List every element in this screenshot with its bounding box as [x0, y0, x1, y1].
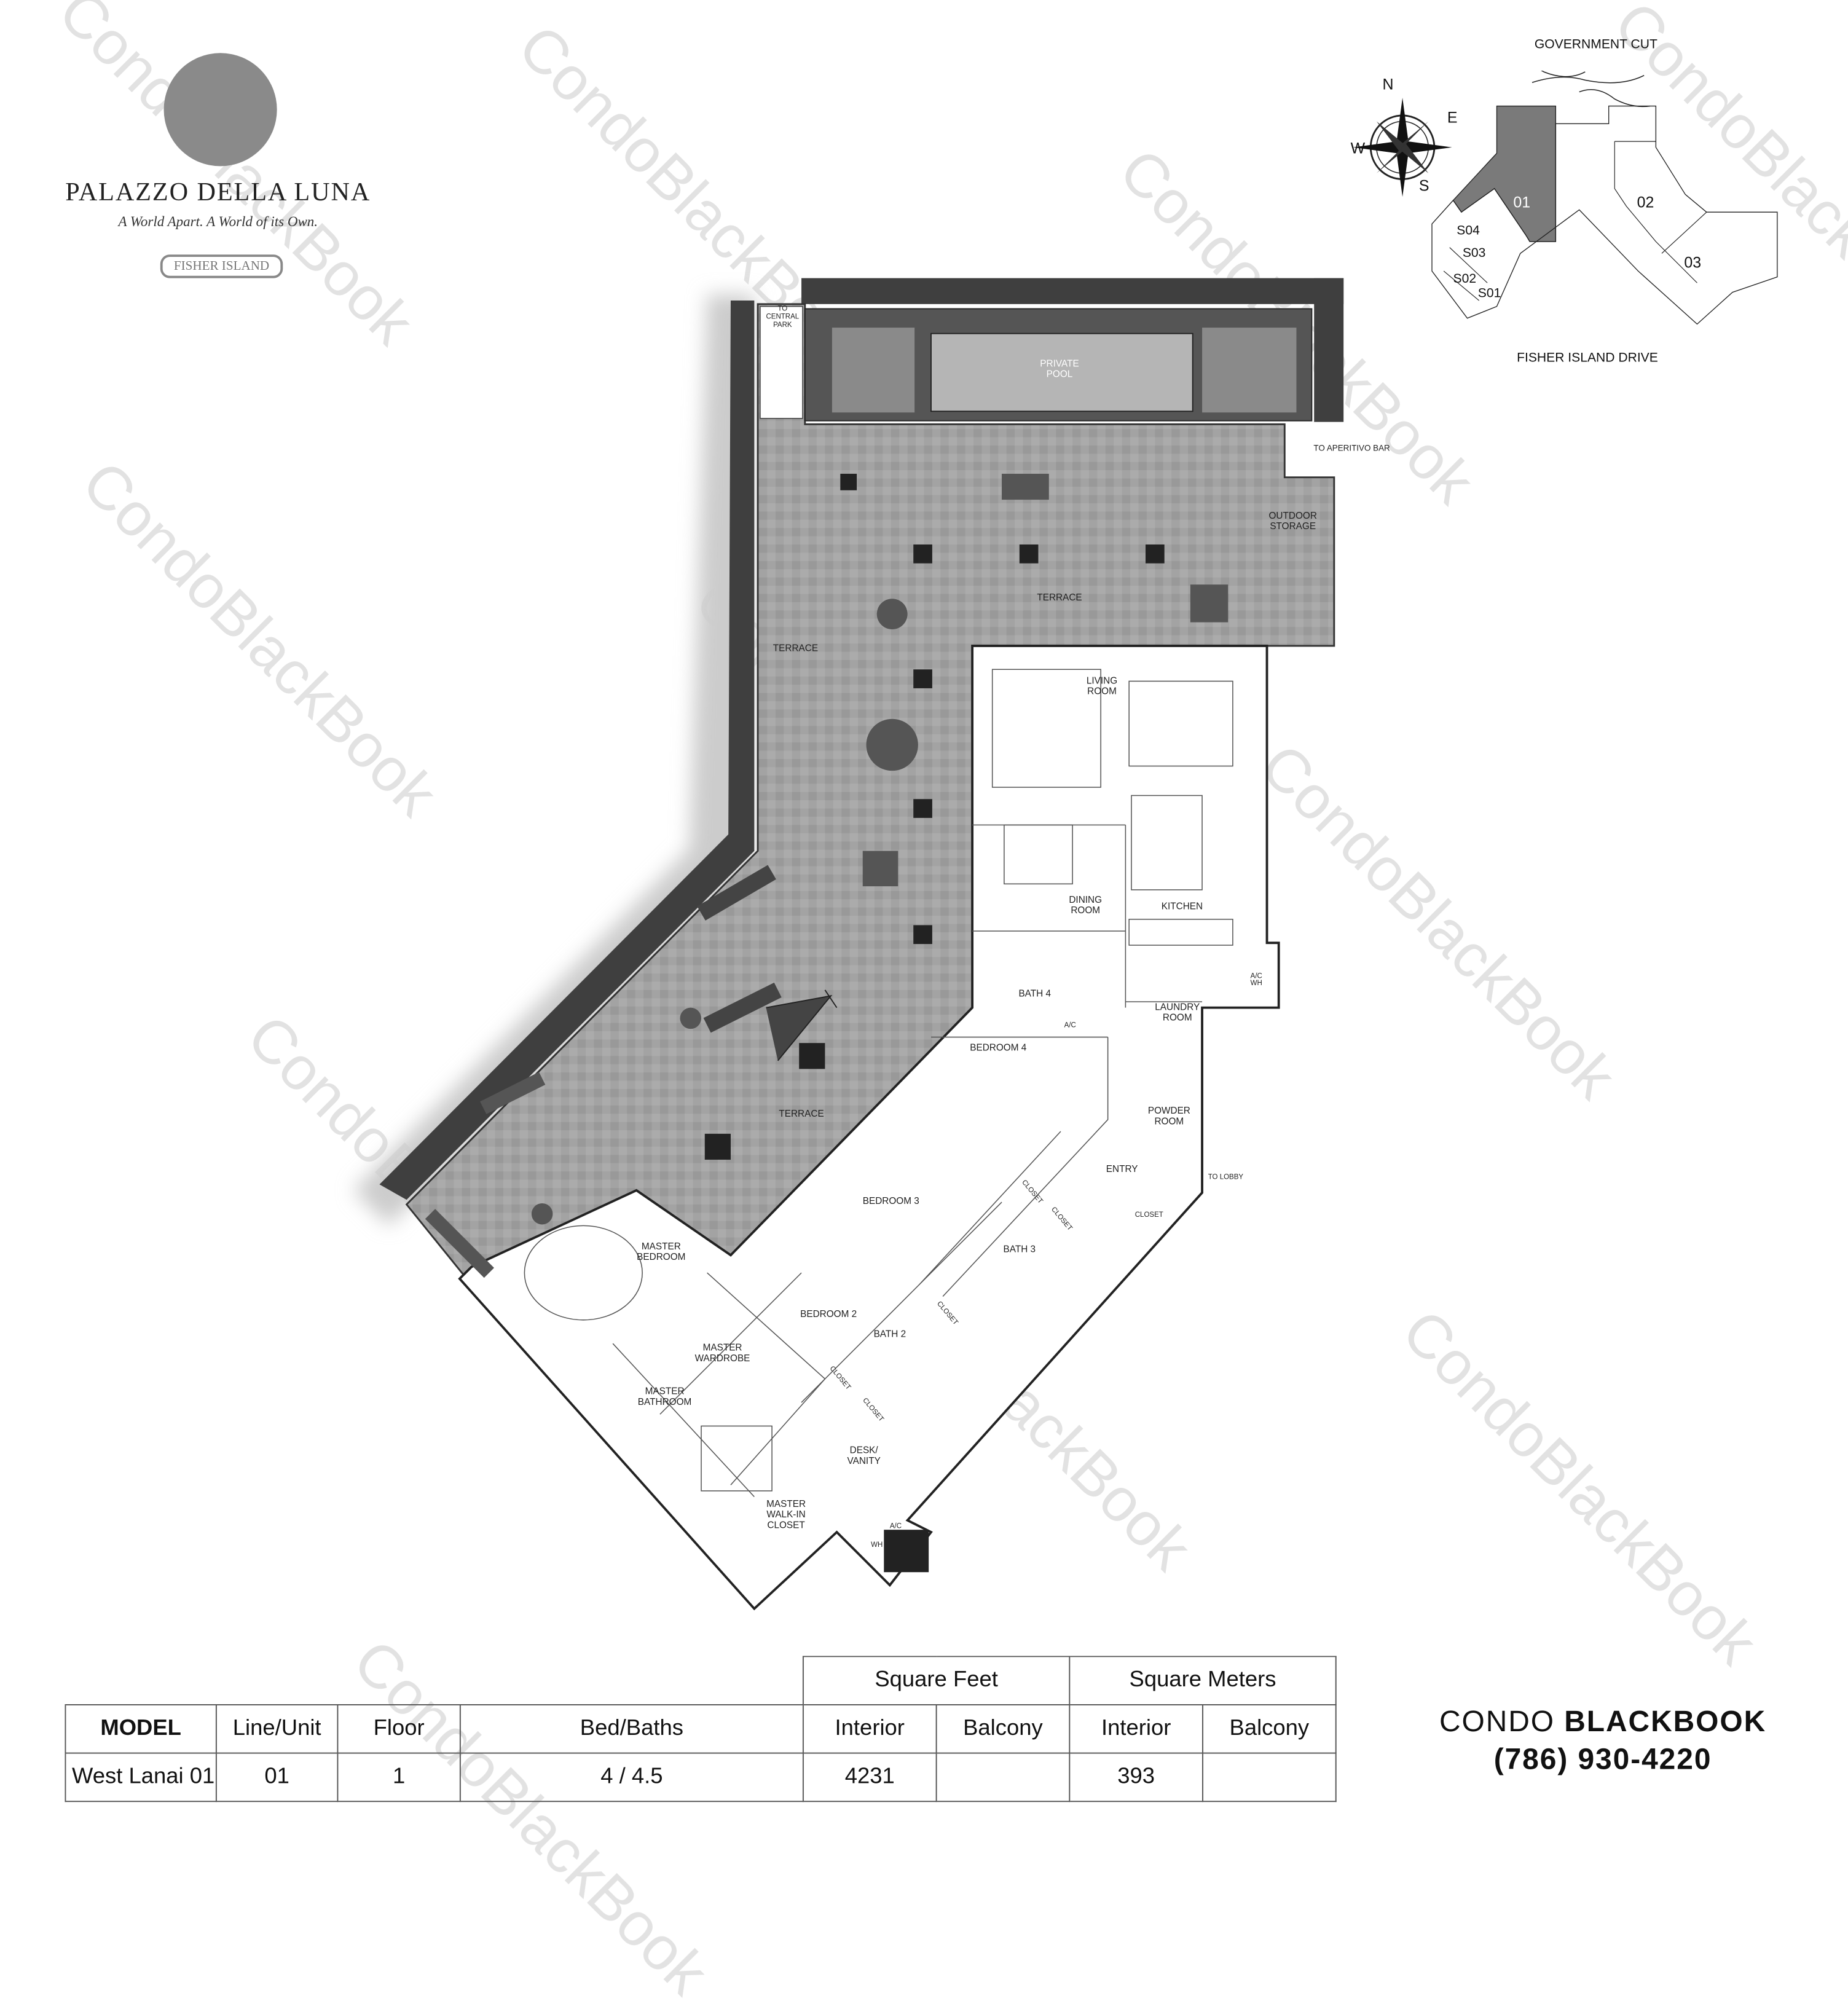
label-private-pool: PRIVATE POOL [1040, 358, 1079, 380]
label-ac: A/C [1064, 1022, 1076, 1030]
col-sqm-interior: Interior [1069, 1704, 1203, 1754]
header-square-meters: Square Meters [1069, 1656, 1337, 1705]
col-sqft-interior: Interior [802, 1704, 937, 1754]
col-bed-baths: Bed/Baths [459, 1704, 804, 1754]
hedge [379, 301, 755, 1200]
cell-line-unit: 01 [215, 1752, 339, 1803]
label-wh: WH [871, 1542, 883, 1549]
agency-brand: CONDO BLACKBOOK (786) 930-4220 [1396, 1703, 1809, 1779]
col-model: MODEL [65, 1704, 217, 1754]
project-name: PALAZZO DELLA LUNA [65, 176, 371, 206]
label-bath-2: BATH 2 [873, 1329, 906, 1340]
label-terrace: TERRACE [773, 643, 819, 654]
label-closet: CLOSET [1134, 1212, 1163, 1219]
label-powder-room: POWDER ROOM [1147, 1105, 1190, 1127]
label-to-aperitivo-bar: TO APERITIVO BAR [1313, 444, 1390, 454]
compass-e: E [1447, 108, 1458, 127]
header-square-feet: Square Feet [802, 1656, 1071, 1705]
unit-label: 01 [1513, 193, 1531, 211]
label-living-room: LIVING ROOM [1086, 675, 1118, 697]
key-plan-bottom-label: FISHER ISLAND DRIVE [1517, 351, 1658, 366]
agency-name-bold: BLACKBOOK [1564, 1705, 1767, 1739]
col-sqft-balcony: Balcony [935, 1704, 1071, 1754]
label-entry: ENTRY [1106, 1163, 1138, 1174]
label-terrace: TERRACE [1037, 592, 1082, 603]
floor-plan [353, 278, 1344, 1611]
agency-phone: (786) 930-4220 [1493, 1743, 1712, 1776]
col-floor: Floor [337, 1704, 461, 1754]
table-row: West Lanai 01 01 1 4 / 4.5 4231 393 [65, 1752, 1337, 1803]
unit-specs-table: Square Feet Square Meters MODEL Line/Uni… [65, 1656, 1337, 1803]
cell-sqm-interior: 393 [1069, 1752, 1203, 1803]
compass-s: S [1418, 176, 1429, 195]
label-master-walk-in-closet: MASTER WALK-IN CLOSET [766, 1498, 806, 1531]
moon-logo [163, 53, 277, 167]
unit-label: 02 [1637, 193, 1654, 211]
building-outline [1431, 105, 1778, 325]
label-bath-4: BATH 4 [1018, 988, 1052, 999]
label-ac: A/C [889, 1523, 902, 1531]
label-dining-room: DINING ROOM [1069, 894, 1103, 916]
hedge [801, 278, 1344, 304]
cell-sqft-interior: 4231 [802, 1752, 937, 1803]
label-bedroom-2: BEDROOM 2 [800, 1308, 857, 1319]
key-plan-top-label: GOVERNMENT CUT [1534, 37, 1657, 52]
label-kitchen: KITCHEN [1161, 901, 1203, 912]
cell-model: West Lanai 01 [65, 1752, 217, 1803]
private-pool [930, 332, 1193, 412]
label-master-bathroom: MASTER BATHROOM [637, 1386, 692, 1407]
hedge [1314, 278, 1344, 422]
compass-n: N [1382, 75, 1394, 93]
compass-rose-icon [1353, 98, 1452, 197]
unit-label: S02 [1453, 272, 1477, 287]
furniture [531, 473, 1229, 1573]
label-bedroom-4: BEDROOM 4 [970, 1042, 1027, 1053]
col-sqm-balcony: Balcony [1202, 1704, 1337, 1754]
unit-label: S01 [1477, 286, 1501, 301]
label-bath-3: BATH 3 [1003, 1244, 1036, 1255]
label-terrace: TERRACE [779, 1108, 824, 1119]
stairs [760, 305, 803, 419]
cell-sqft-balcony [935, 1752, 1071, 1803]
col-line-unit: Line/Unit [215, 1704, 339, 1754]
label-master-bedroom: MASTER BEDROOM [637, 1241, 686, 1262]
project-tagline: A World Apart. A World of its Own. [118, 213, 318, 230]
label-master-wardrobe: MASTER WARDROBE [694, 1342, 750, 1364]
label-ac-wh: A/C WH [1250, 973, 1262, 988]
interior-walls [524, 669, 1233, 1497]
label-bedroom-3: BEDROOM 3 [862, 1195, 919, 1206]
cell-bed-baths: 4 / 4.5 [459, 1752, 804, 1803]
label-to-central-park: TO CENTRAL PARK [766, 305, 800, 329]
key-plan [1353, 71, 1778, 325]
label-to-lobby: TO LOBBY [1208, 1174, 1244, 1182]
label-desk-vanity: DESK/ VANITY [847, 1445, 881, 1466]
agency-name-light: CONDO [1439, 1705, 1555, 1739]
unit-label: S03 [1462, 246, 1486, 261]
cell-sqm-balcony [1202, 1752, 1337, 1803]
unit-label: S04 [1457, 224, 1480, 238]
label-laundry-room: LAUNDRY ROOM [1155, 1002, 1200, 1023]
label-outdoor-storage: OUTDOOR STORAGE [1268, 510, 1317, 532]
cell-floor: 1 [337, 1752, 461, 1803]
compass-w: W [1350, 139, 1366, 157]
unit-label: 03 [1684, 253, 1702, 272]
fisher-island-badge: FISHER ISLAND [160, 254, 283, 278]
floorplan-sheet: CondoBlackBook CondoBlackBook CondoBlack… [45, 0, 1848, 2008]
